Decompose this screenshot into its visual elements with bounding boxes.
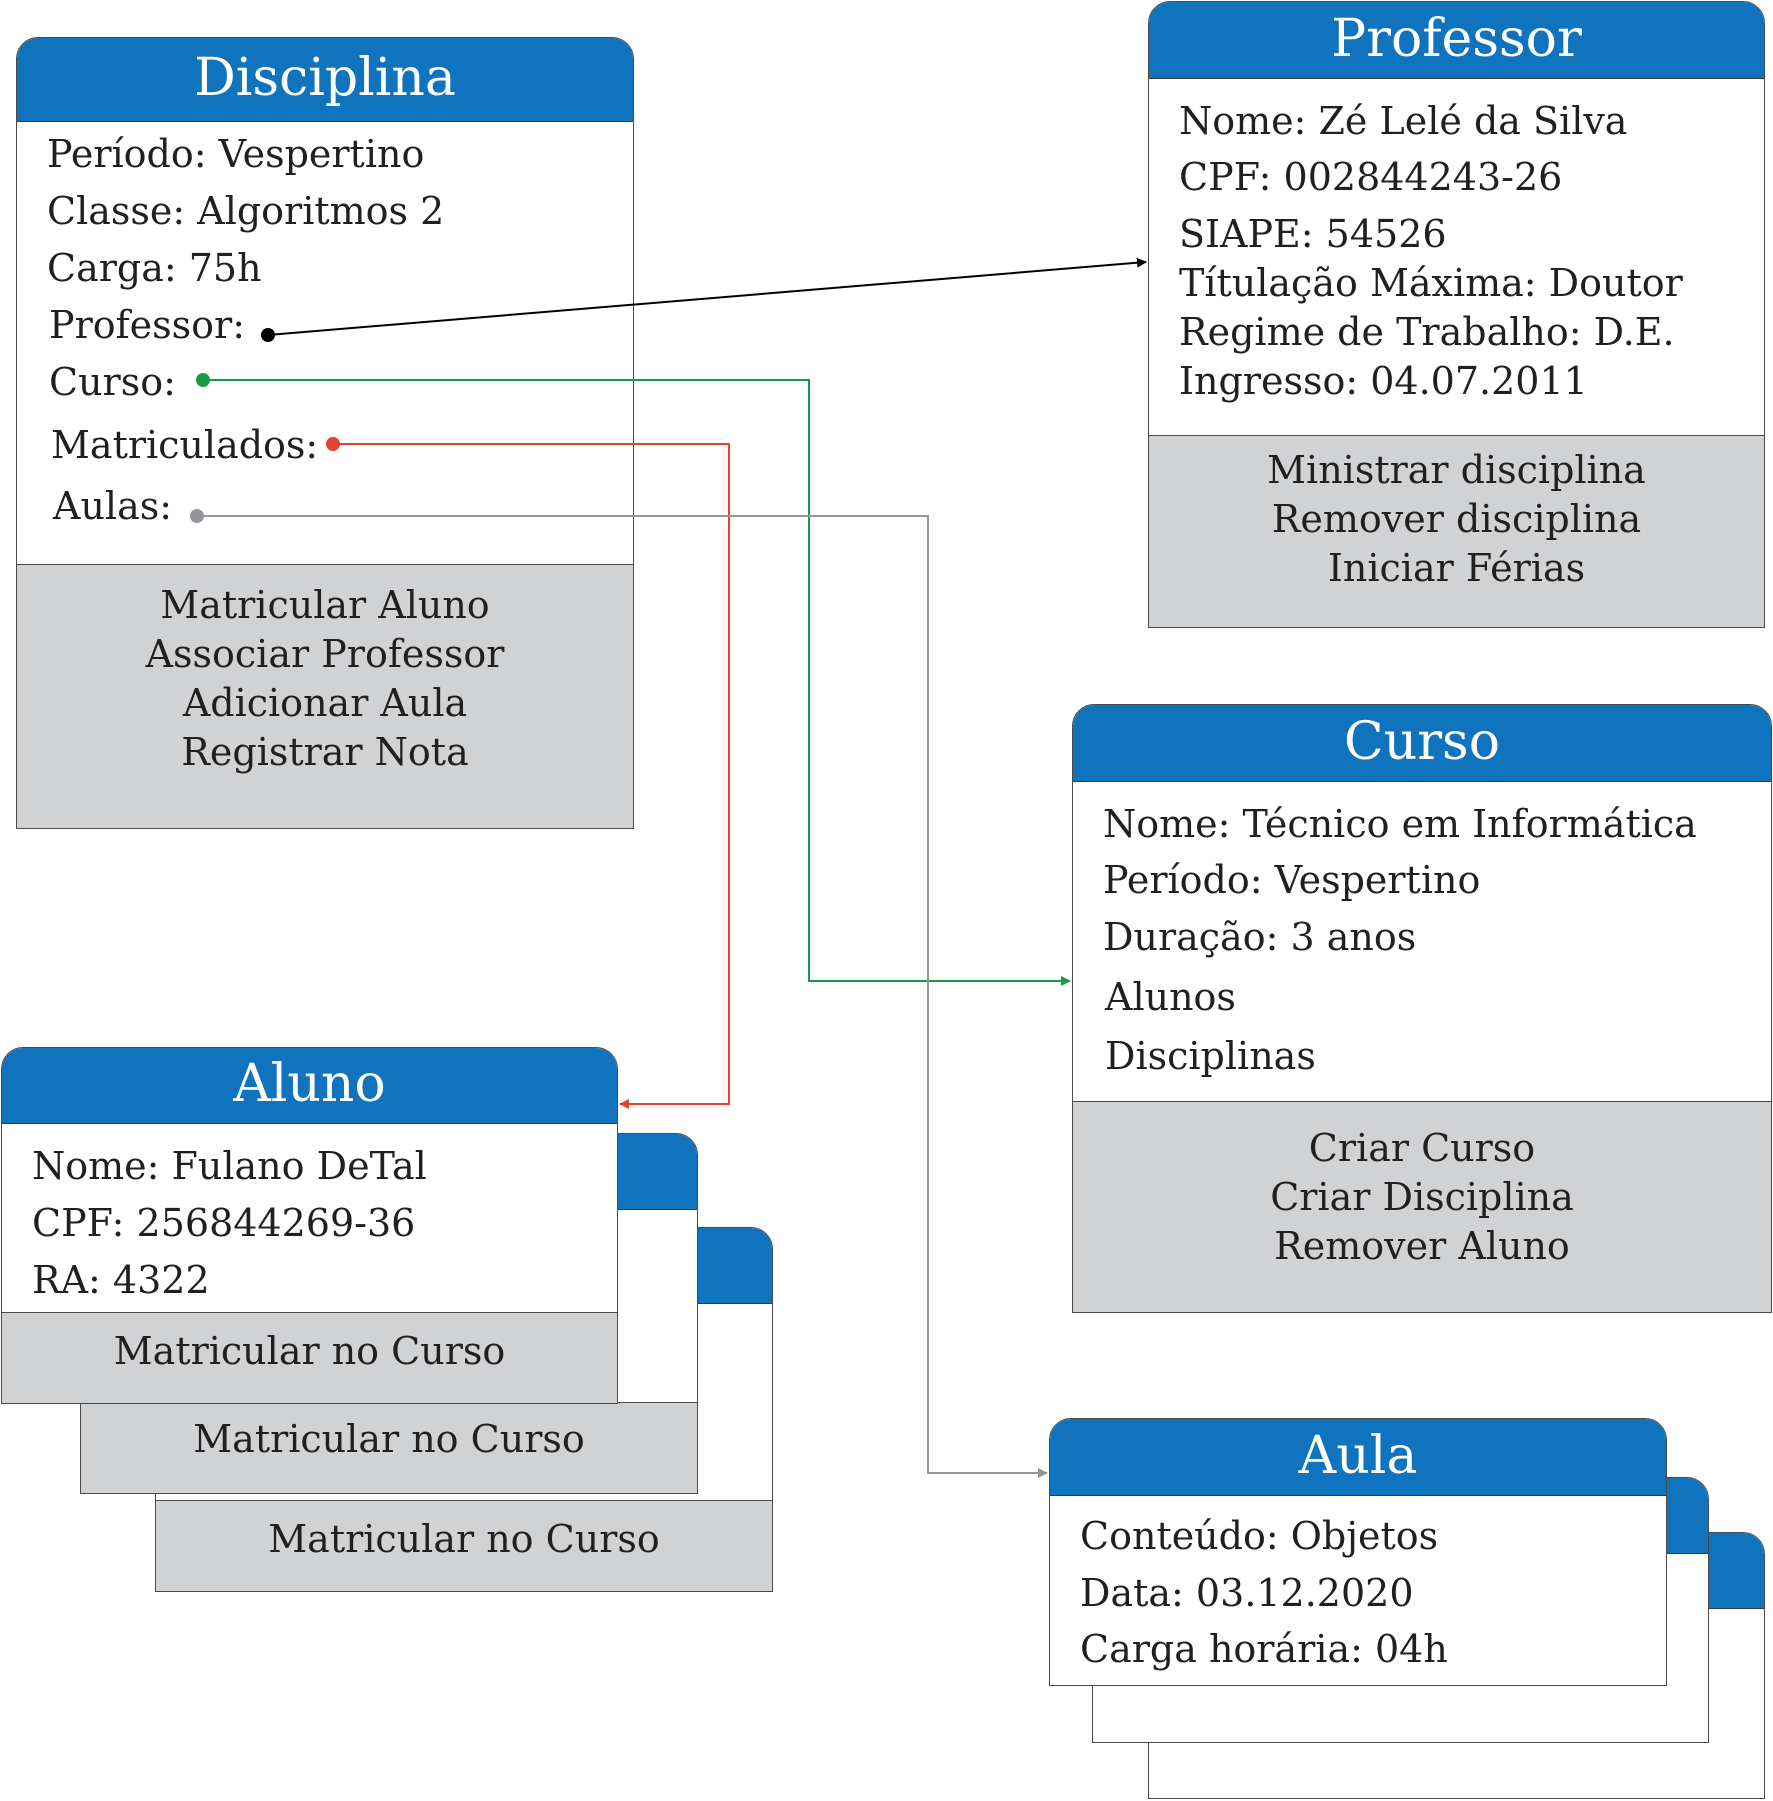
- curso-attr-nome: Nome: Técnico em Informática: [1103, 802, 1697, 846]
- aluno-attr-cpf: CPF: 256844269-36: [32, 1201, 416, 1245]
- curso-method: Criar Disciplina: [1270, 1175, 1574, 1219]
- curso-method: Criar Curso: [1308, 1126, 1536, 1170]
- aluno-method: Matricular no Curso: [113, 1329, 506, 1373]
- professor-attr-cpf: CPF: 002844243-26: [1179, 155, 1563, 199]
- aula-attr-carga: Carga horária: 04h: [1080, 1627, 1448, 1671]
- aluno-stack-methods-3: Matricular no Curso: [156, 1500, 772, 1591]
- aluno-card: Aluno Nome: Fulano DeTal CPF: 256844269-…: [1, 1047, 618, 1404]
- aula-attr-data: Data: 03.12.2020: [1080, 1571, 1414, 1615]
- aluno-stack-methods-2: Matricular no Curso: [81, 1402, 697, 1493]
- disciplina-attr-matriculados: Matriculados:: [51, 423, 319, 467]
- disciplina-method: Adicionar Aula: [182, 681, 468, 725]
- curso-attr-duracao: Duração: 3 anos: [1103, 915, 1417, 959]
- professor-methods: Ministrar disciplina Remover disciplina …: [1149, 435, 1764, 627]
- professor-header: Professor: [1149, 2, 1764, 79]
- disciplina-attr-aulas: Aulas:: [53, 484, 173, 528]
- aluno-header: Aluno: [2, 1048, 617, 1124]
- aula-header: Aula: [1050, 1419, 1666, 1496]
- curso-card: Curso Nome: Técnico em Informática Perío…: [1072, 704, 1772, 1313]
- curso-method: Remover Aluno: [1274, 1224, 1570, 1268]
- aulas-connector-dot: [190, 509, 204, 523]
- disciplina-attr-periodo: Período: Vespertino: [47, 132, 425, 176]
- professor-attr-nome: Nome: Zé Lelé da Silva: [1179, 99, 1628, 143]
- disciplina-attr-classe: Classe: Algoritmos 2: [47, 189, 445, 233]
- disciplina-attr-professor: Professor:: [49, 303, 246, 347]
- professor-attr-siape: SIAPE: 54526: [1179, 212, 1447, 256]
- disciplina-header: Disciplina: [17, 38, 633, 122]
- aluno-attr-nome: Nome: Fulano DeTal: [32, 1144, 427, 1188]
- professor-card: Professor Nome: Zé Lelé da Silva CPF: 00…: [1148, 1, 1765, 628]
- aula-title: Aula: [1298, 1426, 1418, 1486]
- aluno-stack-method-3: Matricular no Curso: [268, 1517, 660, 1561]
- matriculados-connector: [333, 443, 730, 1109]
- curso-attr-disciplinas: Disciplinas: [1105, 1034, 1316, 1078]
- professor-connector: [267, 257, 1147, 336]
- professor-attr-titulacao: Títulação Máxima: Doutor: [1179, 261, 1683, 305]
- curso-header: Curso: [1073, 705, 1771, 782]
- disciplina-attr-carga: Carga: 75h: [47, 246, 262, 290]
- professor-attr-regime: Regime de Trabalho: D.E.: [1179, 310, 1675, 354]
- curso-connector: [203, 379, 1071, 986]
- aula-attr-conteudo: Conteúdo: Objetos: [1080, 1514, 1439, 1558]
- disciplina-card: Disciplina Período: Vespertino Classe: A…: [16, 37, 634, 829]
- aluno-stack-method-2: Matricular no Curso: [193, 1417, 585, 1461]
- aluno-title: Aluno: [233, 1054, 386, 1114]
- curso-title: Curso: [1343, 712, 1501, 772]
- curso-connector-dot: [196, 373, 210, 387]
- matriculados-connector-dot: [326, 437, 340, 451]
- aluno-methods: Matricular no Curso: [2, 1312, 617, 1403]
- curso-attr-periodo: Período: Vespertino: [1103, 858, 1481, 902]
- professor-title: Professor: [1331, 9, 1582, 69]
- professor-method: Remover disciplina: [1271, 497, 1642, 541]
- disciplina-methods: Matricular Aluno Associar Professor Adic…: [17, 564, 633, 828]
- aulas-connector: [197, 515, 1048, 1478]
- professor-method: Iniciar Férias: [1327, 546, 1586, 590]
- aluno-attr-ra: RA: 4322: [32, 1258, 210, 1302]
- professor-attr-ingresso: Ingresso: 04.07.2011: [1179, 359, 1588, 403]
- professor-method: Ministrar disciplina: [1267, 448, 1646, 492]
- disciplina-method: Matricular Aluno: [160, 583, 490, 627]
- professor-connector-dot: [261, 328, 275, 342]
- disciplina-title: Disciplina: [194, 48, 456, 108]
- disciplina-method: Registrar Nota: [181, 730, 469, 774]
- curso-methods: Criar Curso Criar Disciplina Remover Alu…: [1073, 1101, 1771, 1312]
- disciplina-attr-curso: Curso:: [49, 360, 176, 404]
- disciplina-method: Associar Professor: [145, 632, 505, 676]
- curso-attr-alunos: Alunos: [1105, 975, 1236, 1019]
- aula-card: Aula Conteúdo: Objetos Data: 03.12.2020 …: [1049, 1418, 1667, 1686]
